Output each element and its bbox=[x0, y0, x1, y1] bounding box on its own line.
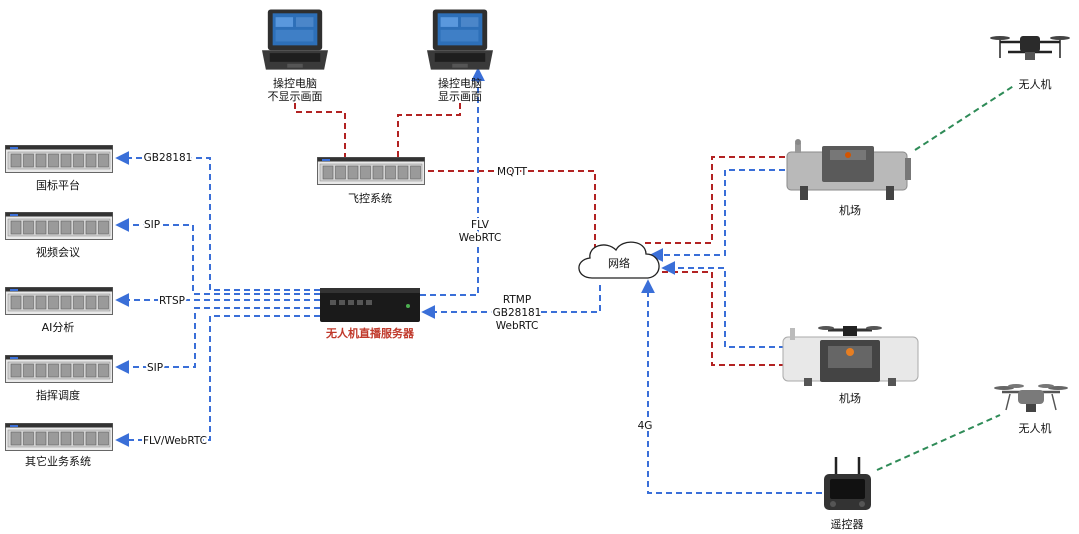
protocol-rtmp: RTMP bbox=[503, 294, 531, 306]
link-live-server-laptop2 bbox=[420, 67, 485, 296]
protocol-4g: 4G bbox=[638, 420, 653, 432]
edge-label-sip-2: SIP bbox=[147, 362, 163, 374]
edge-label-sip-1: SIP bbox=[144, 219, 160, 231]
dock-2-label: 机场 bbox=[839, 391, 861, 405]
link-dock1-network-video bbox=[649, 169, 785, 262]
protocol-flv: FLV bbox=[471, 219, 490, 231]
link-dock1-network-control bbox=[645, 156, 785, 244]
drone-1-icon bbox=[990, 36, 1070, 60]
network-cloud-icon bbox=[578, 241, 660, 279]
protocol-flv-webrtc: WebRTC bbox=[459, 232, 502, 244]
link-laptop2-flight-control bbox=[397, 103, 461, 157]
laptop-1-icon bbox=[262, 9, 328, 70]
server-other-icon bbox=[5, 423, 113, 451]
link-remote-drone2 bbox=[876, 414, 1001, 471]
edge-label-gb28181: GB28181 bbox=[144, 152, 193, 164]
link-live-server-command bbox=[115, 307, 320, 374]
laptop-2-label-line1: 操控电脑 bbox=[438, 76, 482, 90]
remote-controller-icon bbox=[824, 457, 871, 510]
link-dock2-network-control bbox=[655, 271, 785, 366]
server-label-ai: AI分析 bbox=[42, 320, 75, 334]
link-live-server-video-conf bbox=[115, 218, 320, 295]
link-dock2-network-video bbox=[661, 261, 785, 348]
server-video-conf-icon bbox=[5, 212, 113, 240]
link-laptop1-flight-control bbox=[294, 103, 346, 157]
link-live-server-other bbox=[115, 315, 320, 447]
server-label-other: 其它业务系统 bbox=[25, 454, 91, 468]
server-ai-icon bbox=[5, 287, 113, 315]
laptop-2-label-line2: 显示画面 bbox=[438, 90, 482, 103]
network-label: 网络 bbox=[608, 256, 630, 270]
dock-1-label: 机场 bbox=[839, 203, 861, 217]
flight-control-label: 飞控系统 bbox=[348, 191, 392, 205]
remote-controller-label: 遥控器 bbox=[831, 517, 864, 531]
drone-2-icon bbox=[994, 384, 1068, 412]
link-network-live-server bbox=[421, 285, 601, 319]
dock-1-icon bbox=[786, 139, 911, 200]
laptop-1-label-line1: 操控电脑 bbox=[273, 76, 317, 90]
flight-control-server-icon bbox=[317, 157, 425, 185]
edge-label-rtsp: RTSP bbox=[159, 295, 185, 307]
protocol-mqtt: MQTT bbox=[497, 166, 528, 178]
link-live-server-guobiao bbox=[115, 151, 320, 291]
server-label-video-conf: 视频会议 bbox=[36, 245, 80, 259]
drone-1-label: 无人机 bbox=[1019, 77, 1052, 91]
edge-label-flv-webrtc: FLV/WebRTC bbox=[143, 435, 207, 447]
server-label-guobiao: 国标平台 bbox=[36, 178, 80, 192]
server-guobiao-icon bbox=[5, 145, 113, 173]
drone-2-label: 无人机 bbox=[1019, 421, 1052, 435]
protocol-webrtc: WebRTC bbox=[496, 320, 539, 332]
dock-2-icon bbox=[782, 326, 919, 386]
laptop-1-label-line2: 不显示画面 bbox=[268, 90, 323, 103]
laptop-2-icon bbox=[427, 9, 493, 70]
link-dock1-drone1 bbox=[914, 84, 1016, 151]
link-flight-control-network bbox=[428, 170, 596, 250]
live-server-icon bbox=[320, 288, 420, 322]
protocol-gb28181: GB28181 bbox=[493, 307, 542, 319]
server-command-icon bbox=[5, 355, 113, 383]
link-remote-network bbox=[641, 279, 822, 494]
live-server-label: 无人机直播服务器 bbox=[325, 326, 415, 340]
server-label-command: 指挥调度 bbox=[36, 388, 80, 402]
